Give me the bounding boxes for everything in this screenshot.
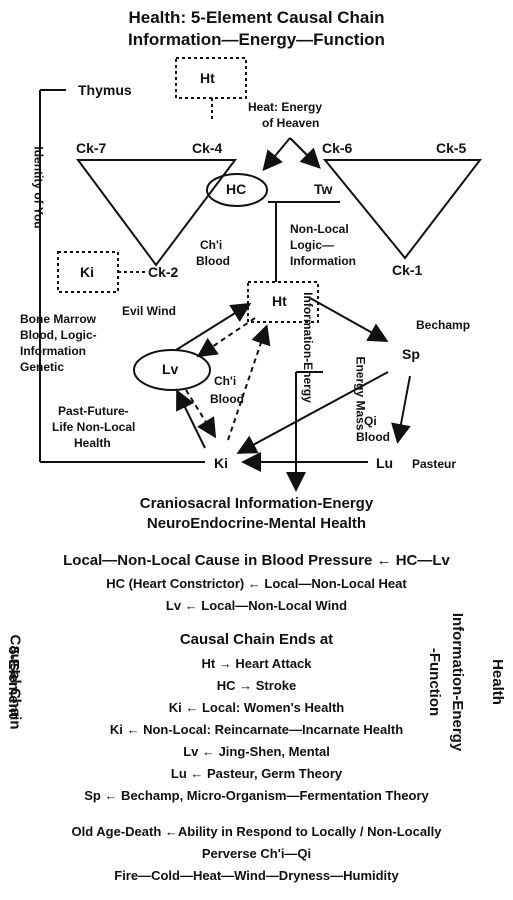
bone-4: Genetic: [20, 360, 65, 374]
left-triangle: [76, 159, 238, 267]
ki-label: Ki: [214, 455, 228, 471]
heat-heaven-1: Heat: Energy: [248, 100, 323, 114]
nonlocal-1: Non-Local: [290, 222, 349, 236]
info-energy-vertical: Information-Energy: [300, 292, 315, 403]
past-1: Past-Future-: [58, 404, 129, 418]
bp-line1: Local—Non-Local Cause in Blood Pressure …: [63, 552, 450, 569]
lv-ellipse: [133, 349, 211, 391]
bone-3: Information: [20, 344, 86, 358]
bechamp-label: Bechamp: [416, 318, 471, 332]
tw-label: Tw: [314, 181, 333, 197]
past-2: Life Non-Local: [52, 420, 136, 434]
ck6-label: Ck-6: [322, 140, 353, 156]
cranio-line2: NeuroEndocrine-Mental Health: [146, 515, 367, 532]
bone-2: Blood, Logic-: [20, 328, 97, 342]
ends-item: Lu ← Pasteur, Germ Theory: [170, 766, 343, 781]
cranio-line1: Craniosacral Information-Energy: [139, 495, 374, 512]
hc-label: HC: [226, 181, 247, 197]
ends-item: Ki ← Non-Local: Reincarnate—Incarnate He…: [109, 722, 404, 737]
footer-line3: Fire—Cold—Heat—Wind—Dryness—Humidity: [114, 868, 399, 883]
ck1-label: Ck-1: [392, 262, 423, 278]
right-triangle: [322, 159, 483, 260]
footer-line2: Perverse Ch'i—Qi: [201, 846, 312, 861]
ht-mid-label: Ht: [272, 293, 287, 309]
chi-blood-1a: Ch'i: [200, 238, 223, 252]
heat-heaven-2: of Heaven: [262, 116, 320, 130]
ends-item: Ki ← Local: Women's Health: [168, 700, 345, 715]
chi-blood-2b: Blood: [210, 392, 244, 406]
ends-heading: Causal Chain Ends at: [179, 631, 334, 648]
pasteur-label: Pasteur: [412, 457, 457, 471]
thymus-label: Thymus: [78, 82, 132, 98]
bp-line2: HC (Heart Constrictor) ← Local—Non-Local…: [106, 576, 407, 591]
ends-item: Sp ← Bechamp, Micro-Organism—Fermentatio…: [84, 788, 429, 803]
lv-label: Lv: [162, 361, 179, 377]
qi-blood-b: Blood: [356, 430, 390, 444]
chi-blood-1b: Blood: [196, 254, 230, 268]
nonlocal-2: Logic—: [290, 238, 334, 252]
ck5-label: Ck-5: [436, 140, 467, 156]
identity-vertical: Identity of You: [31, 146, 46, 229]
bp-line3: Lv ← Local—Non-Local Wind: [165, 598, 348, 613]
bone-1: Bone Marrow: [20, 312, 97, 326]
ki-box-label: Ki: [80, 264, 94, 280]
ends-item: Lv ← Jing-Shen, Mental: [183, 744, 330, 759]
ends-item: Ht → Heart Attack: [201, 656, 312, 671]
sp-label: Sp: [402, 346, 420, 362]
ck2-label: Ck-2: [148, 264, 179, 280]
lu-label: Lu: [376, 455, 394, 471]
qi-blood-a: Qi: [364, 414, 377, 428]
ck4-label: Ck-4: [192, 140, 223, 156]
ends-item: HC → Stroke: [216, 678, 297, 693]
ck7-label: Ck-7: [76, 140, 107, 156]
chi-blood-2a: Ch'i: [214, 374, 237, 388]
title-line2: Information—Energy—Function: [128, 30, 385, 49]
past-3: Health: [74, 436, 111, 450]
footer-line1: Old Age-Death ←Ability in Respond to Loc…: [71, 824, 442, 839]
title-line1: Health: 5-Element Causal Chain: [128, 8, 385, 27]
evil-wind-label: Evil Wind: [122, 304, 176, 318]
nonlocal-3: Information: [290, 254, 356, 268]
hc-ellipse: [206, 173, 268, 207]
ht-top-label: Ht: [200, 70, 215, 86]
